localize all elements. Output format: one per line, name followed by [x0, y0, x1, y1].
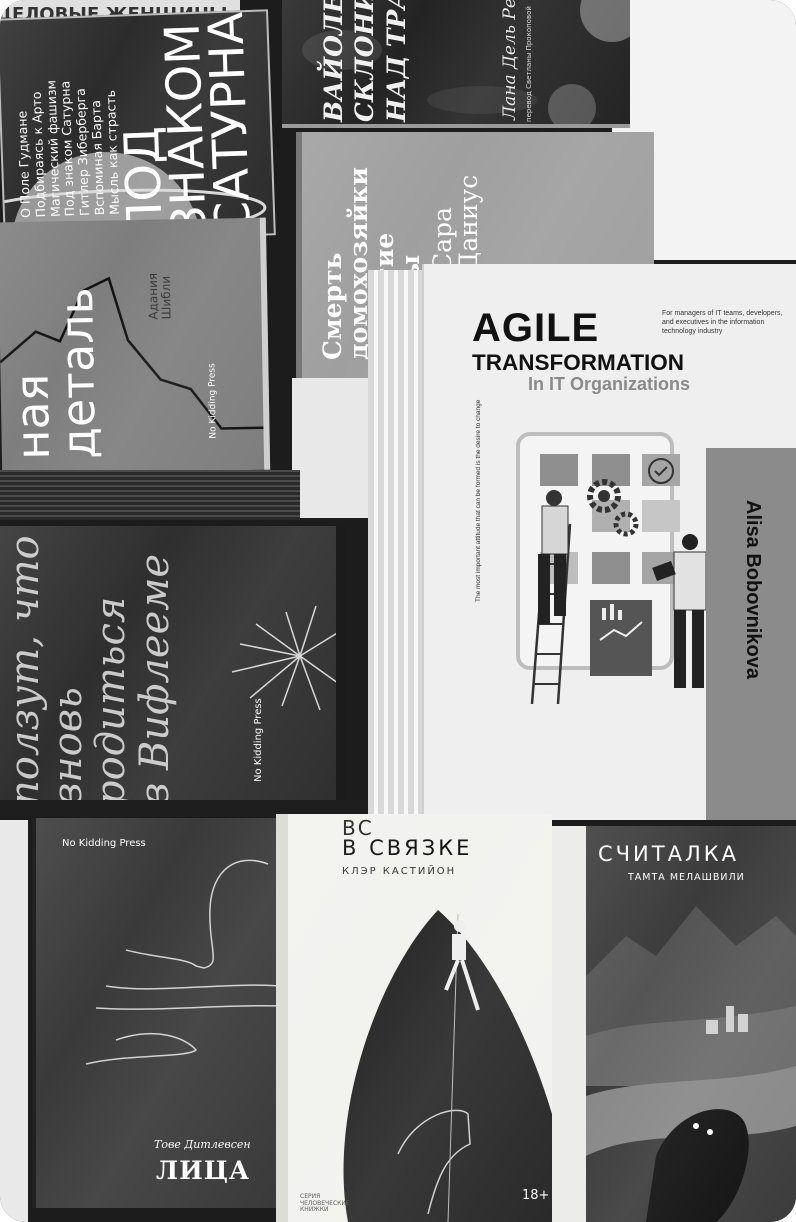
book-faces: No Kidding Press Тове Дитлевсен ЛИЦА: [32, 818, 276, 1208]
gear-icon: [587, 479, 639, 537]
counting-series: СЕРИЯ ЧЕЛОВЕЧЕСКИЕ КНИЖКИ: [555, 1113, 562, 1216]
violet-translator: перевод Светланы Прокоповой: [525, 6, 533, 122]
book-stack-edges: [0, 470, 300, 520]
counting-author: ТАМТА МЕЛАШВИЛИ: [628, 872, 745, 883]
faces-publisher: No Kidding Press: [62, 838, 146, 849]
book-bethlehem: ползут, что вновь родиться в Вифлееме No…: [0, 526, 346, 814]
violet-title: ВАЙОЛЕТ, СКЛОНИВШ НАД ТРАВОЮ: [319, 0, 411, 122]
agile-tile: [592, 552, 630, 584]
counting-landscape-illustration: [586, 906, 796, 1222]
detail-publisher: No Kidding Press: [207, 363, 219, 439]
ladder-and-people-illustration: [530, 490, 707, 704]
agile-title-line2: TRANSFORMATION: [472, 350, 685, 375]
faces-title: ЛИЦА: [156, 1156, 251, 1185]
detail-author: Адания Шибли: [145, 272, 174, 320]
agile-stack-pages: [368, 270, 428, 820]
detail-title: ная деталь: [4, 286, 106, 461]
check-circle-icon: [648, 458, 674, 484]
agile-tile: [642, 500, 680, 532]
agile-tile: [540, 454, 578, 486]
bethlehem-star-illustration: [231, 605, 336, 711]
table-surface-gap: [292, 378, 382, 518]
book-minor-detail: ная деталь Адания Шибли No Kidding Press: [0, 217, 271, 475]
bound-title: В СВЯЗКЕ: [342, 836, 473, 860]
bound-mountain-illustration: [343, 910, 552, 1222]
violet-author: Лана Дель Рей: [500, 0, 520, 120]
bethlehem-bottom-edge: [0, 800, 380, 816]
agile-title-line1: AGILE: [472, 306, 600, 350]
agile-author: Alisa Bobovnikova: [742, 500, 764, 679]
book-counting-rhyme: СЧИТАЛКА ТАМТА МЕЛАШВИЛИ СЕРИЯ ЧЕЛОВЕЧЕС…: [552, 826, 796, 1222]
saturn-title: ПОД ЗНАКОМ САТУРНА: [114, 11, 263, 239]
book-violet: ВАЙОЛЕТ, СКЛОНИВШ НАД ТРАВОЮ Лана Дель Р…: [282, 0, 630, 128]
saturn-contents-list: О Поле Гудмане Подбираясь к Арто Магичес…: [14, 79, 122, 219]
book-agile-transformation: AGILE TRANSFORMATION In IT Organizations…: [422, 264, 796, 820]
faces-line-drawing: [85, 859, 276, 1065]
bethlehem-publisher: No Kidding Press: [253, 698, 264, 782]
bound-author: КЛЭР КАСТИЙОН: [342, 866, 457, 877]
agile-subtitle: In IT Organizations: [528, 374, 691, 394]
bound-series: СЕРИЯ ЧЕЛОВЕЧЕСКИЕ КНИЖКИ: [300, 1193, 350, 1214]
danius-author: Сара Даниус: [428, 174, 483, 272]
counting-title: СЧИТАЛКА: [598, 842, 740, 866]
violet-floral-illustration: [302, 0, 630, 124]
detail-horizon-line: [0, 276, 270, 430]
book-danius: Смерть домохозяйки и другие тексты Сара …: [296, 132, 654, 378]
faces-author: Тове Дитлевсен: [154, 1138, 251, 1151]
book-saturn: О Поле Гудмане Подбираясь к Арто Магичес…: [0, 9, 276, 245]
book-in-a-bind: ВС В СВЯЗКЕ КЛЭР КАСТИЙОН 18+ СЕРИЯ ЧЕЛО…: [276, 814, 552, 1222]
bound-title-peek: ВС: [342, 816, 374, 840]
agile-quote: The most important attitude that can be …: [475, 399, 482, 602]
bethlehem-title: ползут, что вновь родиться в Вифлееме: [2, 535, 178, 806]
agile-author-band: [706, 448, 796, 820]
bound-age-rating: 18+: [522, 1188, 550, 1203]
book-bottom-left-edge: [0, 820, 28, 1222]
agile-tagline: For managers of IT teams, developers, an…: [662, 310, 783, 335]
